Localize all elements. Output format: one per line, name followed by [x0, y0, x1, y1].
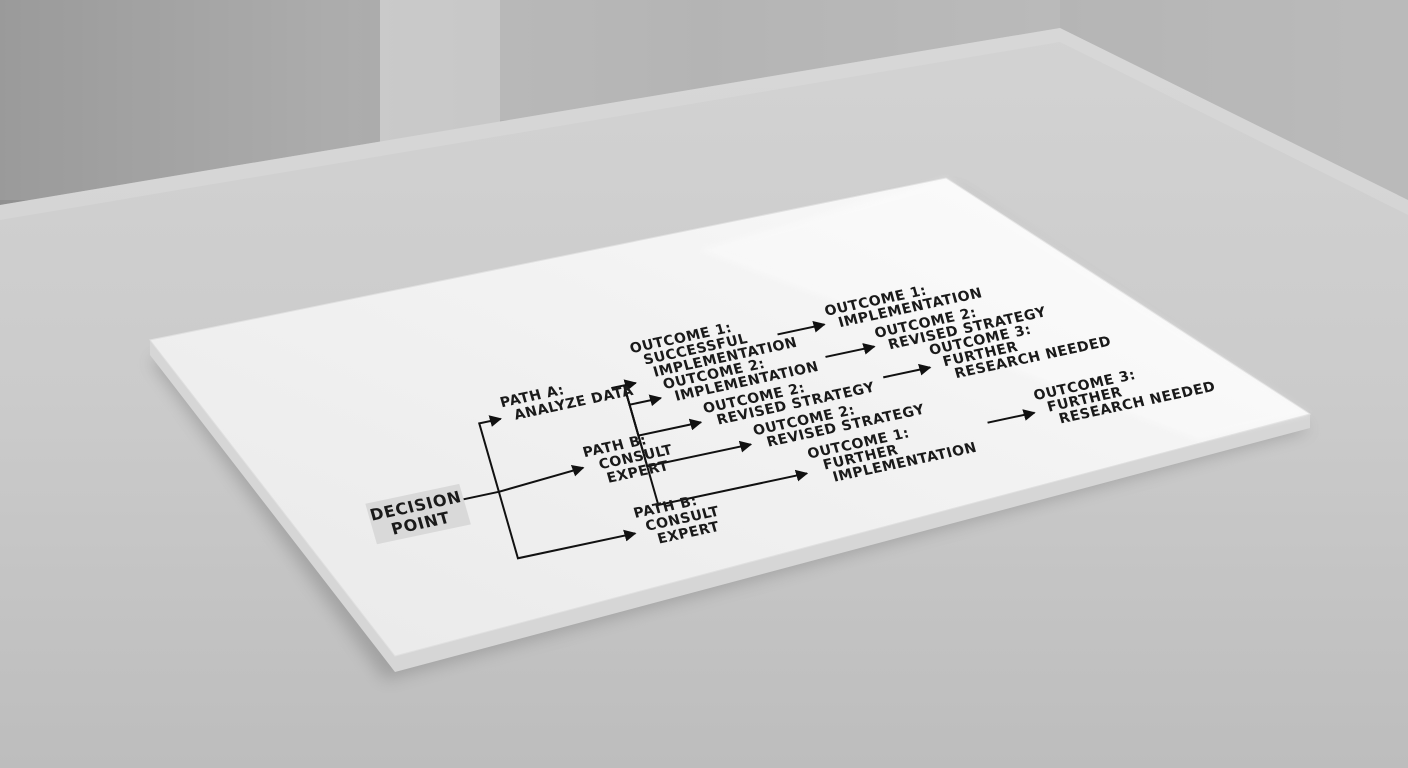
edge-decision-to-path-b-upper	[498, 464, 585, 493]
edge-mid-1-to-right-1	[777, 320, 826, 336]
edge-mid-2-to-right-2	[825, 342, 876, 358]
edge-mid-5-to-right-4	[987, 409, 1036, 424]
card-glare	[700, 178, 1310, 440]
decision-point-box	[365, 483, 471, 545]
edge-decision-to-path-a	[461, 415, 502, 501]
edge-mid-3-to-right-3	[882, 363, 932, 379]
edge-decision-to-path-b-lower	[497, 491, 637, 560]
edge-path-a-to-mid-5	[623, 385, 809, 507]
